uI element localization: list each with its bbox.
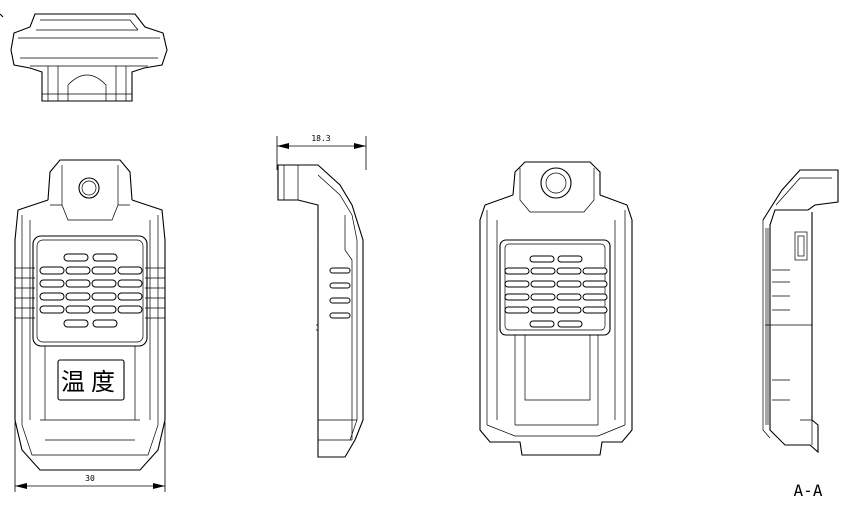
width-dimension-label: 30 [85,474,95,483]
width-dimension: 30 [14,422,166,492]
section-view: A-A [762,169,839,500]
depth-dimension-label: 18.3 [311,134,330,143]
vent-slots [39,253,143,328]
back-view [479,161,633,456]
side-view: 18.3 [276,134,367,458]
front-view: 温度 30 [14,159,166,492]
label-text: 温度 [61,368,121,396]
top-view [0,13,168,102]
section-label: A-A [794,481,823,500]
